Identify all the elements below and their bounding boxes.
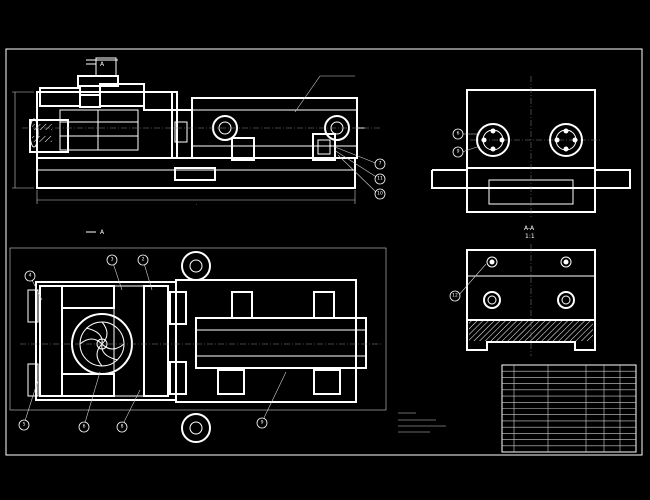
svg-text:9: 9 (261, 420, 264, 426)
callout-front-10: 10 (374, 188, 386, 200)
callout-side-6: 6 (452, 128, 464, 140)
callout-plan-9: 9 (256, 417, 268, 429)
technical-notes (398, 412, 446, 433)
section-mark-a-top: A (100, 61, 105, 68)
svg-text:11: 11 (377, 176, 383, 182)
callout-plan-6: 6 (78, 421, 90, 433)
section-view: 12 (449, 244, 596, 356)
svg-text:8: 8 (121, 424, 124, 430)
svg-text:3: 3 (111, 257, 114, 263)
svg-text:12: 12 (452, 293, 458, 299)
callout-plan-2: 2 (137, 254, 149, 266)
callout-side-9: 9 (452, 146, 464, 158)
svg-text:6: 6 (83, 424, 86, 430)
callout-section-12: 12 (449, 290, 461, 302)
svg-text:5: 5 (23, 422, 26, 428)
svg-text:6: 6 (457, 131, 460, 137)
section-scale: 1:1 (525, 233, 535, 240)
svg-text:2: 2 (142, 257, 145, 263)
callout-plan-3: 3 (106, 254, 118, 266)
front-view: . 7 11 10 A (12, 57, 386, 206)
drawing-frame (5, 48, 643, 456)
callout-plan-4: 4 (24, 270, 36, 282)
svg-text:4: 4 (29, 273, 32, 279)
section-mark-a-plan: A (100, 229, 105, 236)
side-view: 6 9 A-A 1:1 (431, 76, 631, 240)
svg-text:10: 10 (377, 191, 383, 197)
callout-plan-8: 8 (116, 421, 128, 433)
callout-front-7: 7 (374, 158, 386, 170)
svg-text:.: . (196, 201, 197, 206)
callout-plan-5: 5 (18, 419, 30, 431)
parts-list-table (501, 364, 637, 453)
callout-front-11: 11 (374, 173, 386, 185)
svg-text:9: 9 (457, 149, 460, 155)
svg-text:7: 7 (379, 161, 382, 167)
section-title: A-A (524, 225, 535, 232)
plan-view: A 3 2 4 5 6 8 9 (9, 229, 446, 443)
